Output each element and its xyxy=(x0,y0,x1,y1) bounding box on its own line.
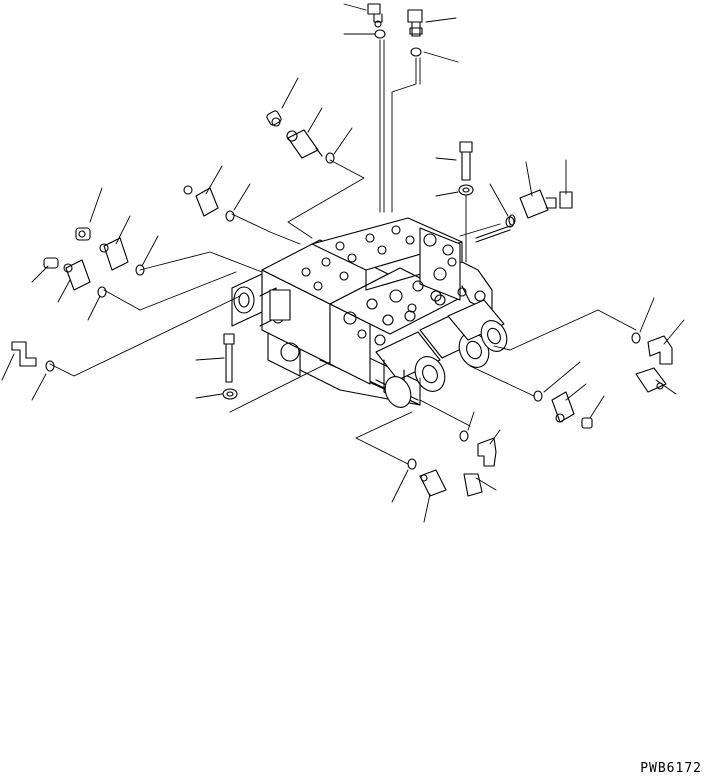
adapter-fitting-bottom xyxy=(420,470,446,496)
o-ring-upper-1 xyxy=(326,153,334,163)
drawing-code: PWB6172 xyxy=(640,761,702,776)
o-ring-right-2 xyxy=(534,391,542,401)
o-ring-upper-2 xyxy=(226,211,234,221)
elbow-fitting-bottom-2 xyxy=(464,474,482,496)
o-ring-right-upper xyxy=(506,217,514,227)
o-ring-top-right xyxy=(411,48,421,56)
solenoid-cartridge-right xyxy=(509,190,572,225)
washer-right xyxy=(459,185,473,195)
plug-right xyxy=(582,418,592,428)
adapter-fitting-5 xyxy=(100,238,128,270)
o-ring-left-2 xyxy=(98,287,106,297)
elbow-fitting-right-1 xyxy=(648,336,672,364)
adapter-fitting-4 xyxy=(76,228,90,240)
adapter-fitting-1 xyxy=(266,110,282,126)
adapter-fitting-3 xyxy=(184,186,218,216)
left-relief-valves xyxy=(232,274,290,326)
adapter-fitting-2 xyxy=(287,130,322,158)
washer-left xyxy=(223,389,237,399)
o-ring-left-1 xyxy=(136,265,144,275)
adapter-fitting-6 xyxy=(44,258,58,268)
adapter-fitting-right-1 xyxy=(552,392,574,422)
o-ring-bottom-2 xyxy=(408,459,416,469)
elbow-fitting-top-right xyxy=(408,10,422,36)
o-ring-left-3 xyxy=(46,361,54,371)
o-ring-top-left xyxy=(375,30,385,38)
solenoid-valves xyxy=(375,288,512,412)
o-ring-bottom-1 xyxy=(460,431,468,441)
bolt-right xyxy=(460,142,472,180)
elbow-fitting-top-left xyxy=(368,4,382,27)
o-ring-right-1 xyxy=(632,333,640,343)
elbow-fitting-right-2 xyxy=(636,368,666,392)
adapter-fitting-7 xyxy=(64,260,90,290)
elbow-fitting-bottom xyxy=(478,438,496,466)
elbow-fitting-left xyxy=(12,342,36,366)
leader-lines xyxy=(50,40,636,464)
control-valve-body xyxy=(262,218,492,405)
fittings xyxy=(12,4,672,496)
bolt-left xyxy=(224,334,234,382)
callout-leaders xyxy=(2,4,684,522)
